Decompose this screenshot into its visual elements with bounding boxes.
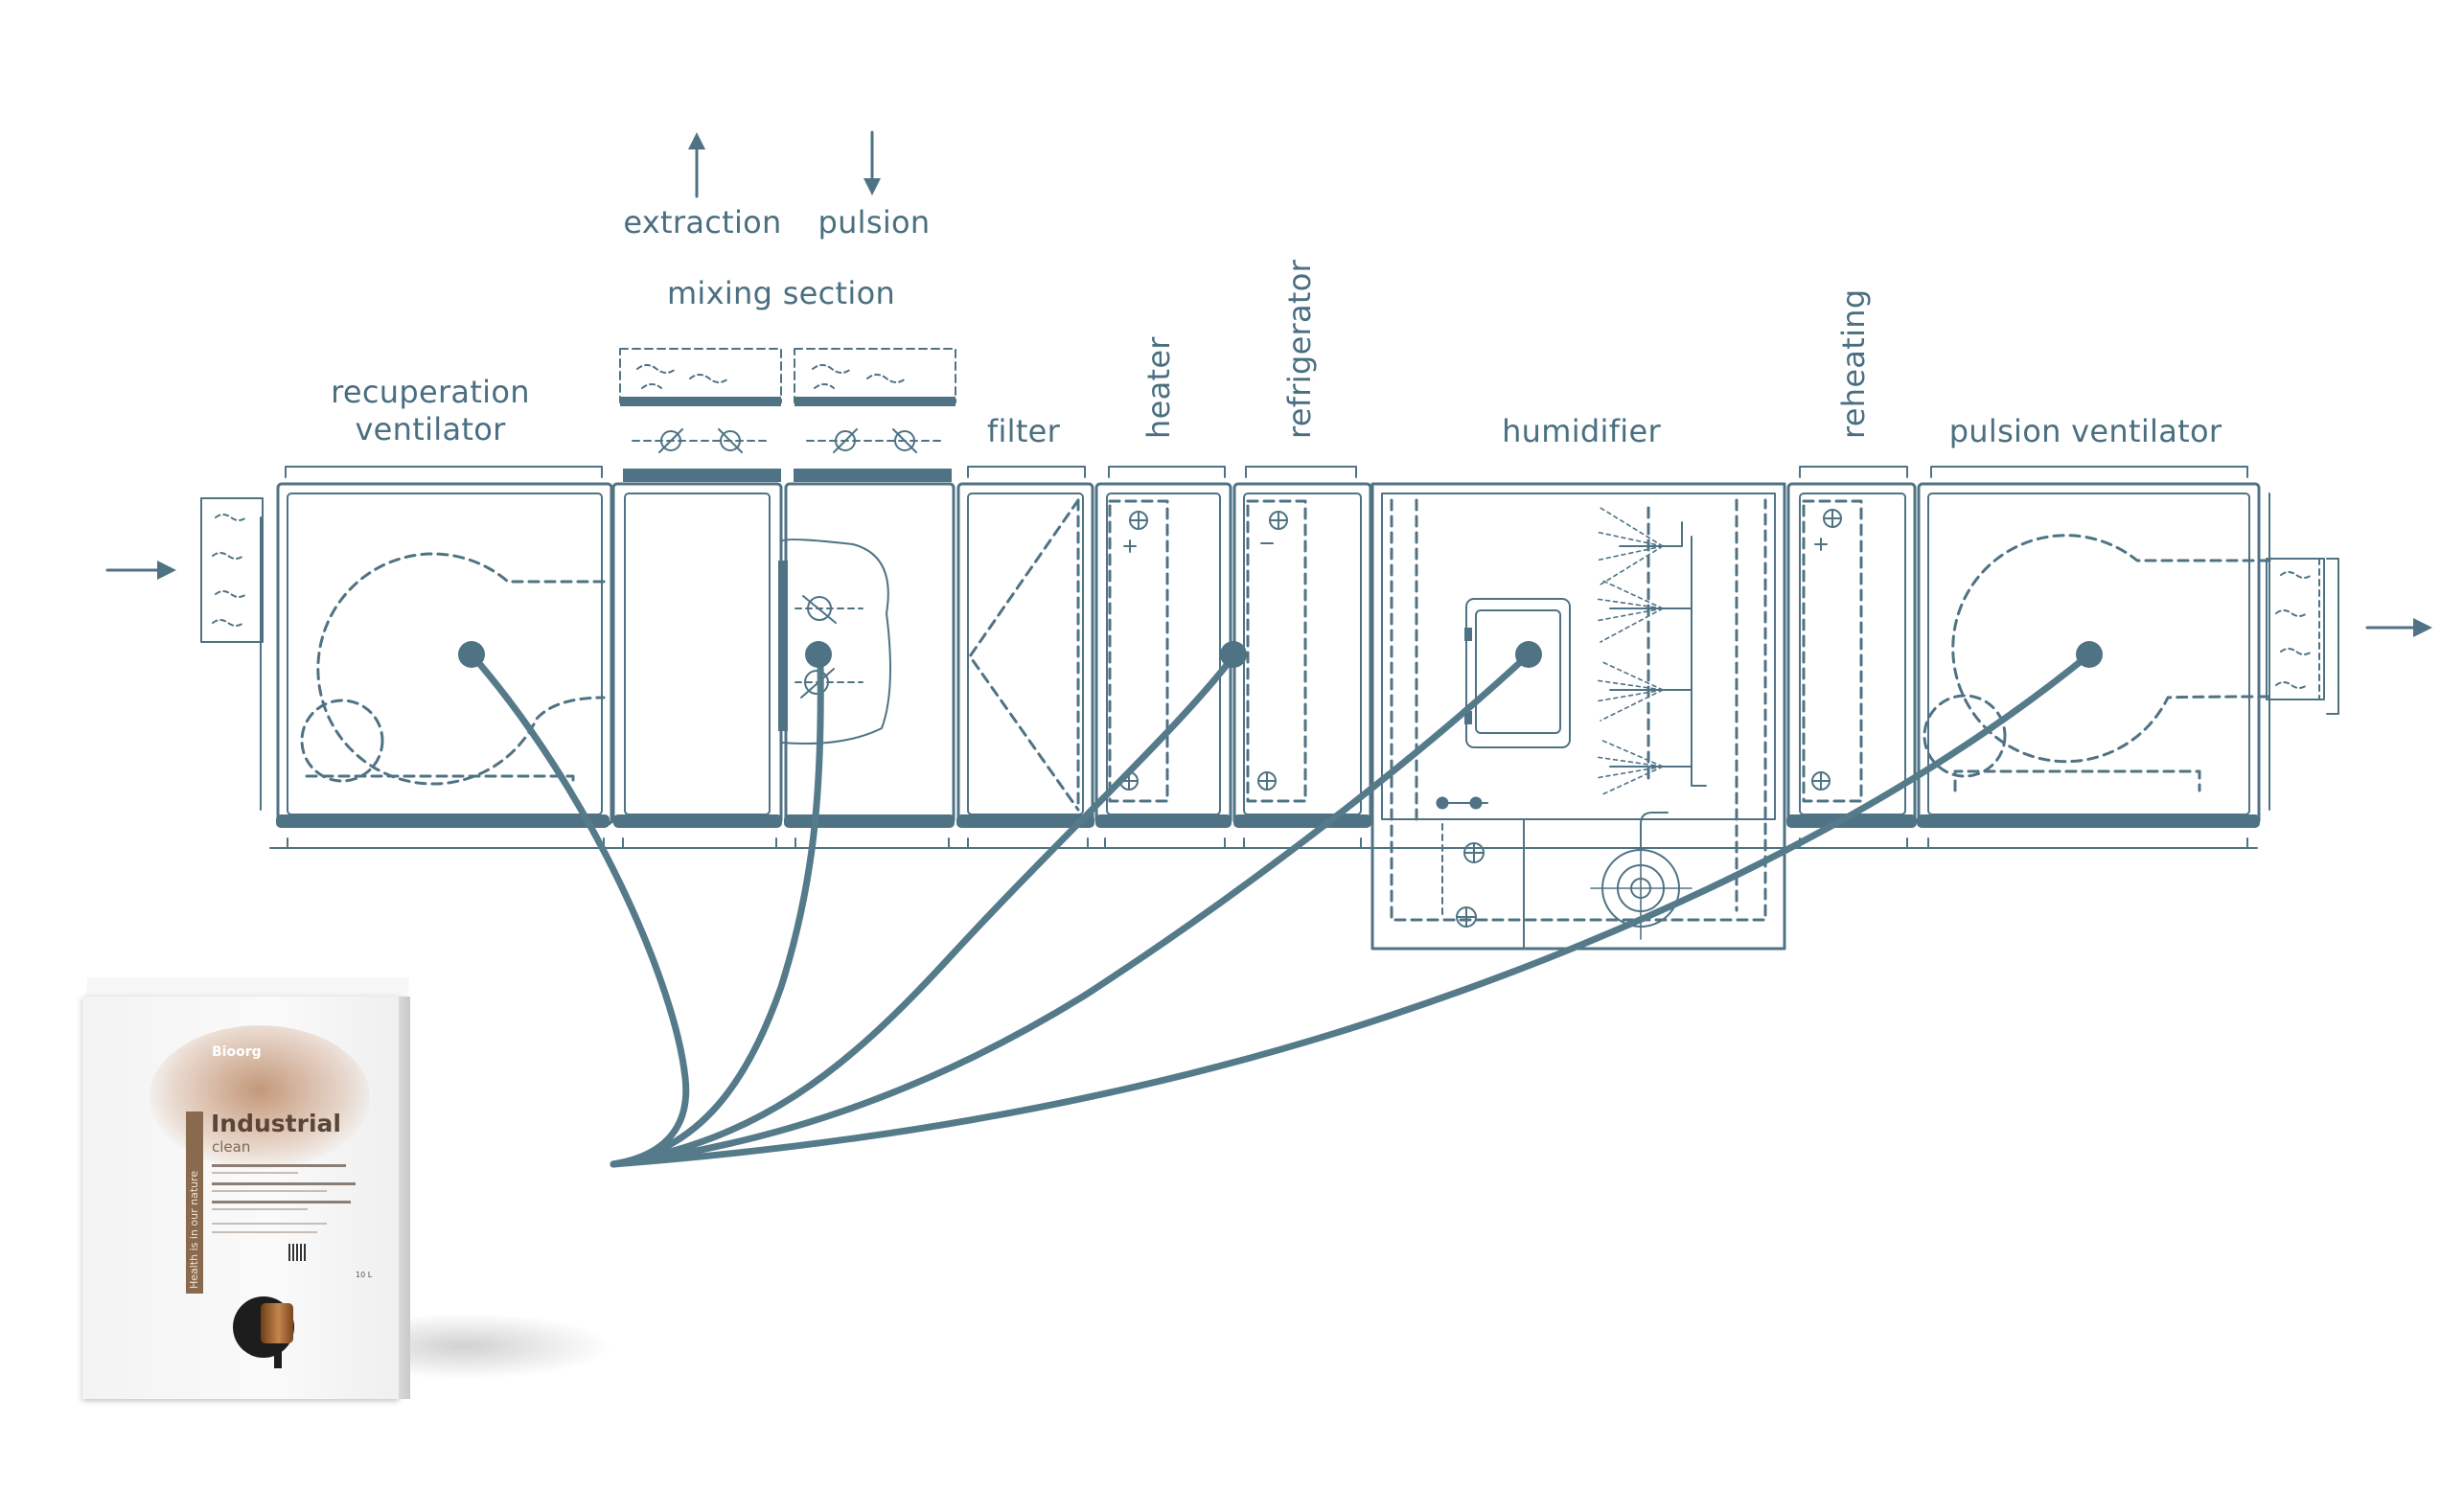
pulsion-ventilator-label: pulsion ventilator	[1948, 413, 2222, 449]
product-volume: 10 L	[356, 1271, 373, 1279]
product-text-line	[212, 1172, 298, 1174]
qr-code-icon	[288, 1244, 306, 1261]
product-slogan: Health is in our nature	[188, 1170, 200, 1289]
reheating-label: reheating	[1835, 288, 1872, 439]
product-box-side	[399, 997, 410, 1399]
mixing-section-dampers	[619, 348, 956, 482]
product-brand: Bioorg	[212, 1044, 262, 1060]
product-side-bar	[186, 1112, 203, 1294]
product-box: Bioorg Health is in our nature Industria…	[82, 977, 410, 1399]
base-rails	[269, 814, 2260, 849]
heater-label: heater	[1140, 336, 1177, 439]
outlet-grille	[2266, 558, 2339, 715]
humidifier-label: humidifier	[1502, 413, 1661, 449]
product-text-line	[212, 1201, 351, 1203]
product-text-line	[212, 1190, 327, 1192]
arrow-down-icon	[864, 130, 881, 195]
pulsion-label: pulsion	[817, 204, 931, 241]
mixing-section-label: mixing section	[666, 275, 896, 311]
arrow-up-icon	[688, 132, 705, 198]
filter-label: filter	[986, 413, 1061, 449]
dosing-hoses	[468, 651, 2093, 1168]
refrigerator-coil	[1246, 499, 1307, 803]
recuperation-ventilator-line2: ventilator	[355, 411, 506, 448]
product-text-line	[212, 1223, 327, 1225]
product-text-line	[212, 1164, 346, 1167]
tap-spout	[274, 1343, 282, 1368]
heater-coil	[1108, 499, 1169, 803]
hose-connection-points	[458, 641, 2103, 668]
refrigerator-label: refrigerator	[1281, 259, 1318, 439]
product-variant: clean	[212, 1138, 251, 1156]
reheating-coil	[1802, 499, 1863, 803]
product-text-line	[212, 1208, 308, 1210]
mixing-internals	[778, 539, 891, 745]
arrow-right-icon	[2365, 618, 2432, 637]
product-box-front: Bioorg Health is in our nature Industria…	[82, 997, 399, 1399]
recuperation-fan	[300, 552, 606, 788]
pulsion-fan	[1923, 534, 2271, 792]
recuperation-ventilator-line1: recuperation	[331, 374, 530, 410]
tap-icon	[261, 1303, 293, 1343]
product-name: Industrial	[211, 1110, 341, 1137]
unit-modules	[260, 482, 2270, 951]
inlet-grille	[200, 497, 264, 643]
recuperation-ventilator-label: recuperation ventilator	[331, 374, 530, 448]
filter-element	[968, 498, 1080, 812]
product-text-line	[212, 1182, 356, 1185]
extraction-label: extraction	[623, 204, 782, 241]
arrow-right-icon	[105, 561, 176, 580]
product-text-line	[212, 1231, 317, 1233]
unit-lids	[285, 466, 2248, 478]
